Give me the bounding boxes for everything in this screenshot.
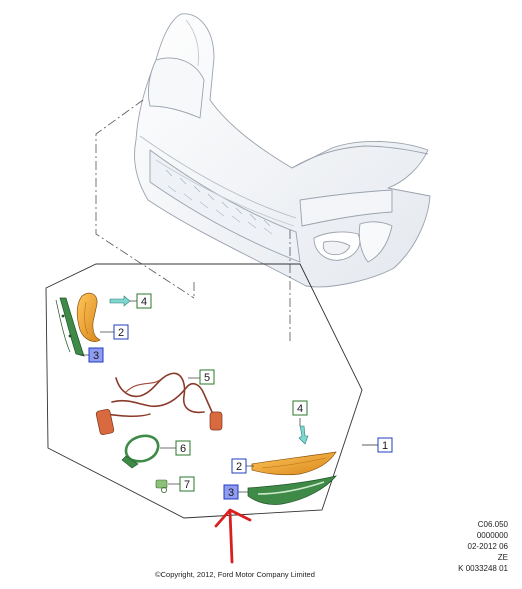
reference-line: ZE: [497, 553, 508, 562]
callout-wiring-harness: 5: [199, 369, 215, 385]
upper-reflector: [76, 292, 101, 342]
callout-label: 3: [93, 350, 99, 362]
reference-line: 0000000: [476, 531, 508, 540]
reference-line: C06.050: [477, 520, 508, 529]
callout-label: 4: [297, 403, 303, 415]
harness-connector-right: [209, 411, 223, 431]
callout-label: 1: [382, 440, 388, 452]
callout-upper-reflector: 2: [113, 324, 129, 340]
callout-upper-cable-tie: 4: [136, 293, 152, 309]
callout-label: 2: [236, 461, 242, 473]
callout-lower-cable-tie: 4: [292, 400, 308, 416]
callout-label: 7: [184, 479, 190, 491]
callout-label: 6: [180, 443, 186, 455]
lower-cable-tie: [298, 425, 309, 445]
wiring-harness: [105, 372, 213, 417]
callout-lower-bracket: 3: [223, 484, 239, 500]
callout-upper-bracket: 3: [88, 347, 104, 363]
callout-label: 3: [228, 487, 234, 499]
callout-label: 4: [141, 296, 147, 308]
upper-bracket: [55, 297, 85, 357]
callout-connector: 7: [179, 476, 195, 492]
kit-boundary: [45, 263, 363, 519]
lower-bracket: [247, 475, 337, 505]
callout-lower-reflector: 2: [231, 458, 247, 474]
callout-label: 2: [118, 327, 124, 339]
callout-harness-clip: 6: [175, 440, 191, 456]
reference-line: K 0033248 01: [458, 564, 508, 573]
annotation-arrow: [214, 508, 252, 564]
callout-label: 5: [204, 372, 210, 384]
connector: [155, 479, 168, 493]
upper-cable-tie: [109, 295, 131, 307]
harness-connector-left: [95, 409, 115, 435]
lower-reflector: [251, 451, 337, 476]
harness-clip: [121, 434, 160, 469]
projection-lines: [95, 99, 291, 344]
callout-assembly: 1: [377, 437, 393, 453]
reference-line: 02-2012 06: [467, 542, 508, 551]
copyright-notice: ©Copyright, 2012, Ford Motor Company Lim…: [155, 570, 315, 579]
front-bumper: [134, 13, 431, 288]
drawing-reference: C06.050 0000000 02-2012 06 ZE K 0033248 …: [418, 519, 508, 574]
